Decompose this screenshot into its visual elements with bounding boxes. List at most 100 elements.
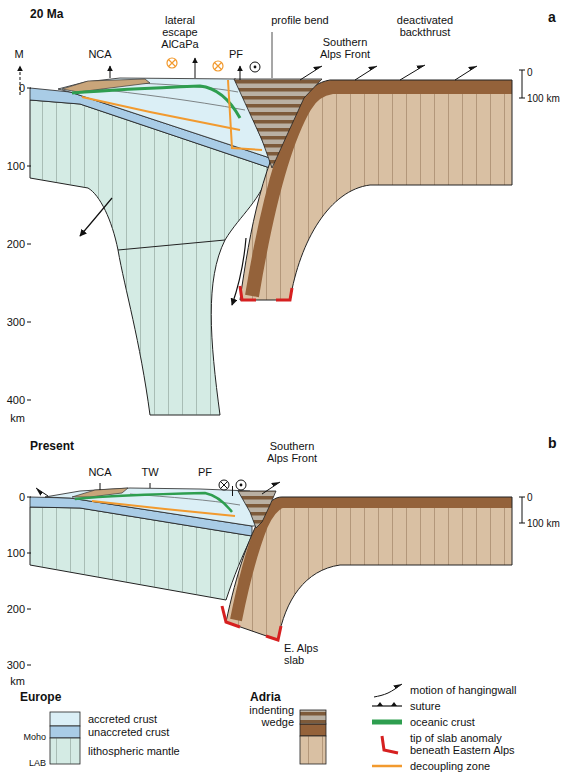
legend-boundary-label: Moho <box>23 733 46 743</box>
panel-age: Present <box>30 440 74 453</box>
panel-a <box>20 32 525 415</box>
adria-mantle-sample-lines <box>300 736 326 764</box>
legend-sample <box>50 712 80 726</box>
legend-line-sample <box>374 684 402 697</box>
legend-heading: Adria <box>250 691 281 704</box>
depth-ticks <box>27 88 31 400</box>
legend-text: accreted crust <box>88 713 157 725</box>
out-of-page-symbol <box>250 62 260 72</box>
legend-text: motion of hangingwall <box>410 684 516 696</box>
legend-line-sample <box>382 736 398 753</box>
thrust-arrow <box>400 65 425 80</box>
legend-heading: Europe <box>20 691 61 704</box>
legend-swatch-lines <box>50 738 80 764</box>
depth-tick-label: 200 <box>7 238 25 250</box>
adria-mantle-lines <box>226 497 512 640</box>
uplift-arrow <box>110 66 111 78</box>
suture-tooth <box>377 702 383 706</box>
slab-label: E. Alps slab <box>284 642 330 666</box>
depth-tick-label: 100 <box>7 160 25 172</box>
uplift-arrow <box>240 66 241 80</box>
adria-plate <box>226 497 512 640</box>
legend-swatch <box>50 726 80 738</box>
slab-tip <box>266 626 281 640</box>
thrust-arrow <box>36 488 48 496</box>
legend-sample <box>372 766 402 767</box>
thrust-arrow <box>355 66 377 80</box>
legend-text: tip of slab anomaly beneath Eastern Alps <box>410 732 528 756</box>
structure-label: M <box>14 48 23 60</box>
fault-label: Southern Alps Front <box>261 440 323 464</box>
indenting-wedge <box>238 491 276 528</box>
scale-label: 100 km <box>527 93 560 104</box>
into-page-symbol <box>167 58 177 68</box>
process-label: lateral escape AlCaPa <box>152 14 208 50</box>
scale-bar <box>519 497 525 523</box>
legend-text: indenting wedge <box>238 704 294 728</box>
suture-tooth <box>391 702 397 706</box>
unit-label: TW <box>141 466 158 478</box>
legend-swatch <box>50 712 80 726</box>
legend-text: lithospheric mantle <box>88 745 180 757</box>
structure-label: profile bend <box>271 14 329 26</box>
legend-sample <box>374 684 402 697</box>
legend-text: suture <box>410 700 441 712</box>
depth-tick-label: 300 <box>7 316 25 328</box>
legend-line-sample <box>372 705 402 706</box>
scale-label: 100 km <box>527 518 560 529</box>
legend-sample <box>300 710 326 724</box>
indenting-wedge <box>234 79 322 168</box>
legend-boundary-label: LAB <box>29 759 46 769</box>
decoupling-zone <box>228 80 262 150</box>
decoupling-zone <box>82 97 240 130</box>
sinking-arrow <box>80 198 112 236</box>
slab-tip <box>240 286 256 300</box>
legend-line-sample <box>372 765 402 768</box>
fault-label: deactivated backthrust <box>390 14 460 38</box>
depth-unit: km <box>10 412 25 424</box>
legend-sample <box>372 722 402 723</box>
fault-label: PF <box>198 466 212 478</box>
adria-crust <box>236 502 512 620</box>
legend-swatch <box>300 710 326 724</box>
legend-sample <box>50 726 80 738</box>
panel-age: 20 Ma <box>30 8 63 21</box>
adria-mantle-sample <box>300 736 326 764</box>
depth-tick-label: 0 <box>19 491 25 503</box>
legend-sample <box>372 702 402 706</box>
unit-label: NCA <box>88 466 111 478</box>
legend-sample <box>382 736 398 753</box>
depth-tick-label: 0 <box>19 82 25 94</box>
legend-text: decoupling zone <box>410 760 490 772</box>
depth-tick-label: 400 <box>7 394 25 406</box>
fault-label: PF <box>229 48 243 60</box>
legend-sample <box>50 738 80 764</box>
panel-b <box>27 480 525 665</box>
decoupling-zone <box>92 501 235 516</box>
depth-unit: km <box>10 675 25 687</box>
scale-label: 0 <box>527 67 533 78</box>
legend-text: oceanic crust <box>410 716 475 728</box>
depth-tick-label: 300 <box>7 659 25 671</box>
adria-legend-stack <box>300 724 326 764</box>
fault-label: Southern Alps Front <box>314 36 376 60</box>
unit-tick <box>100 483 150 490</box>
fault-tick <box>232 486 233 496</box>
into-page-symbol <box>213 61 223 71</box>
scale-label: 0 <box>527 492 533 503</box>
orogenic-wedge <box>58 78 270 158</box>
profile-bend-line <box>272 32 273 78</box>
thrust-arrow <box>300 66 322 80</box>
scale-bar <box>519 70 525 98</box>
legend-swatch <box>50 738 80 764</box>
orogenic-wedge <box>45 488 262 526</box>
depth-ticks <box>27 497 31 665</box>
into-page-symbol <box>219 480 229 490</box>
thrust-arrow <box>455 66 477 80</box>
panel-letter: a <box>548 10 556 25</box>
legend-line-sample <box>372 720 402 725</box>
out-of-page-symbol <box>236 480 246 490</box>
thrust-arrow <box>262 482 280 494</box>
slab-break <box>118 240 225 250</box>
